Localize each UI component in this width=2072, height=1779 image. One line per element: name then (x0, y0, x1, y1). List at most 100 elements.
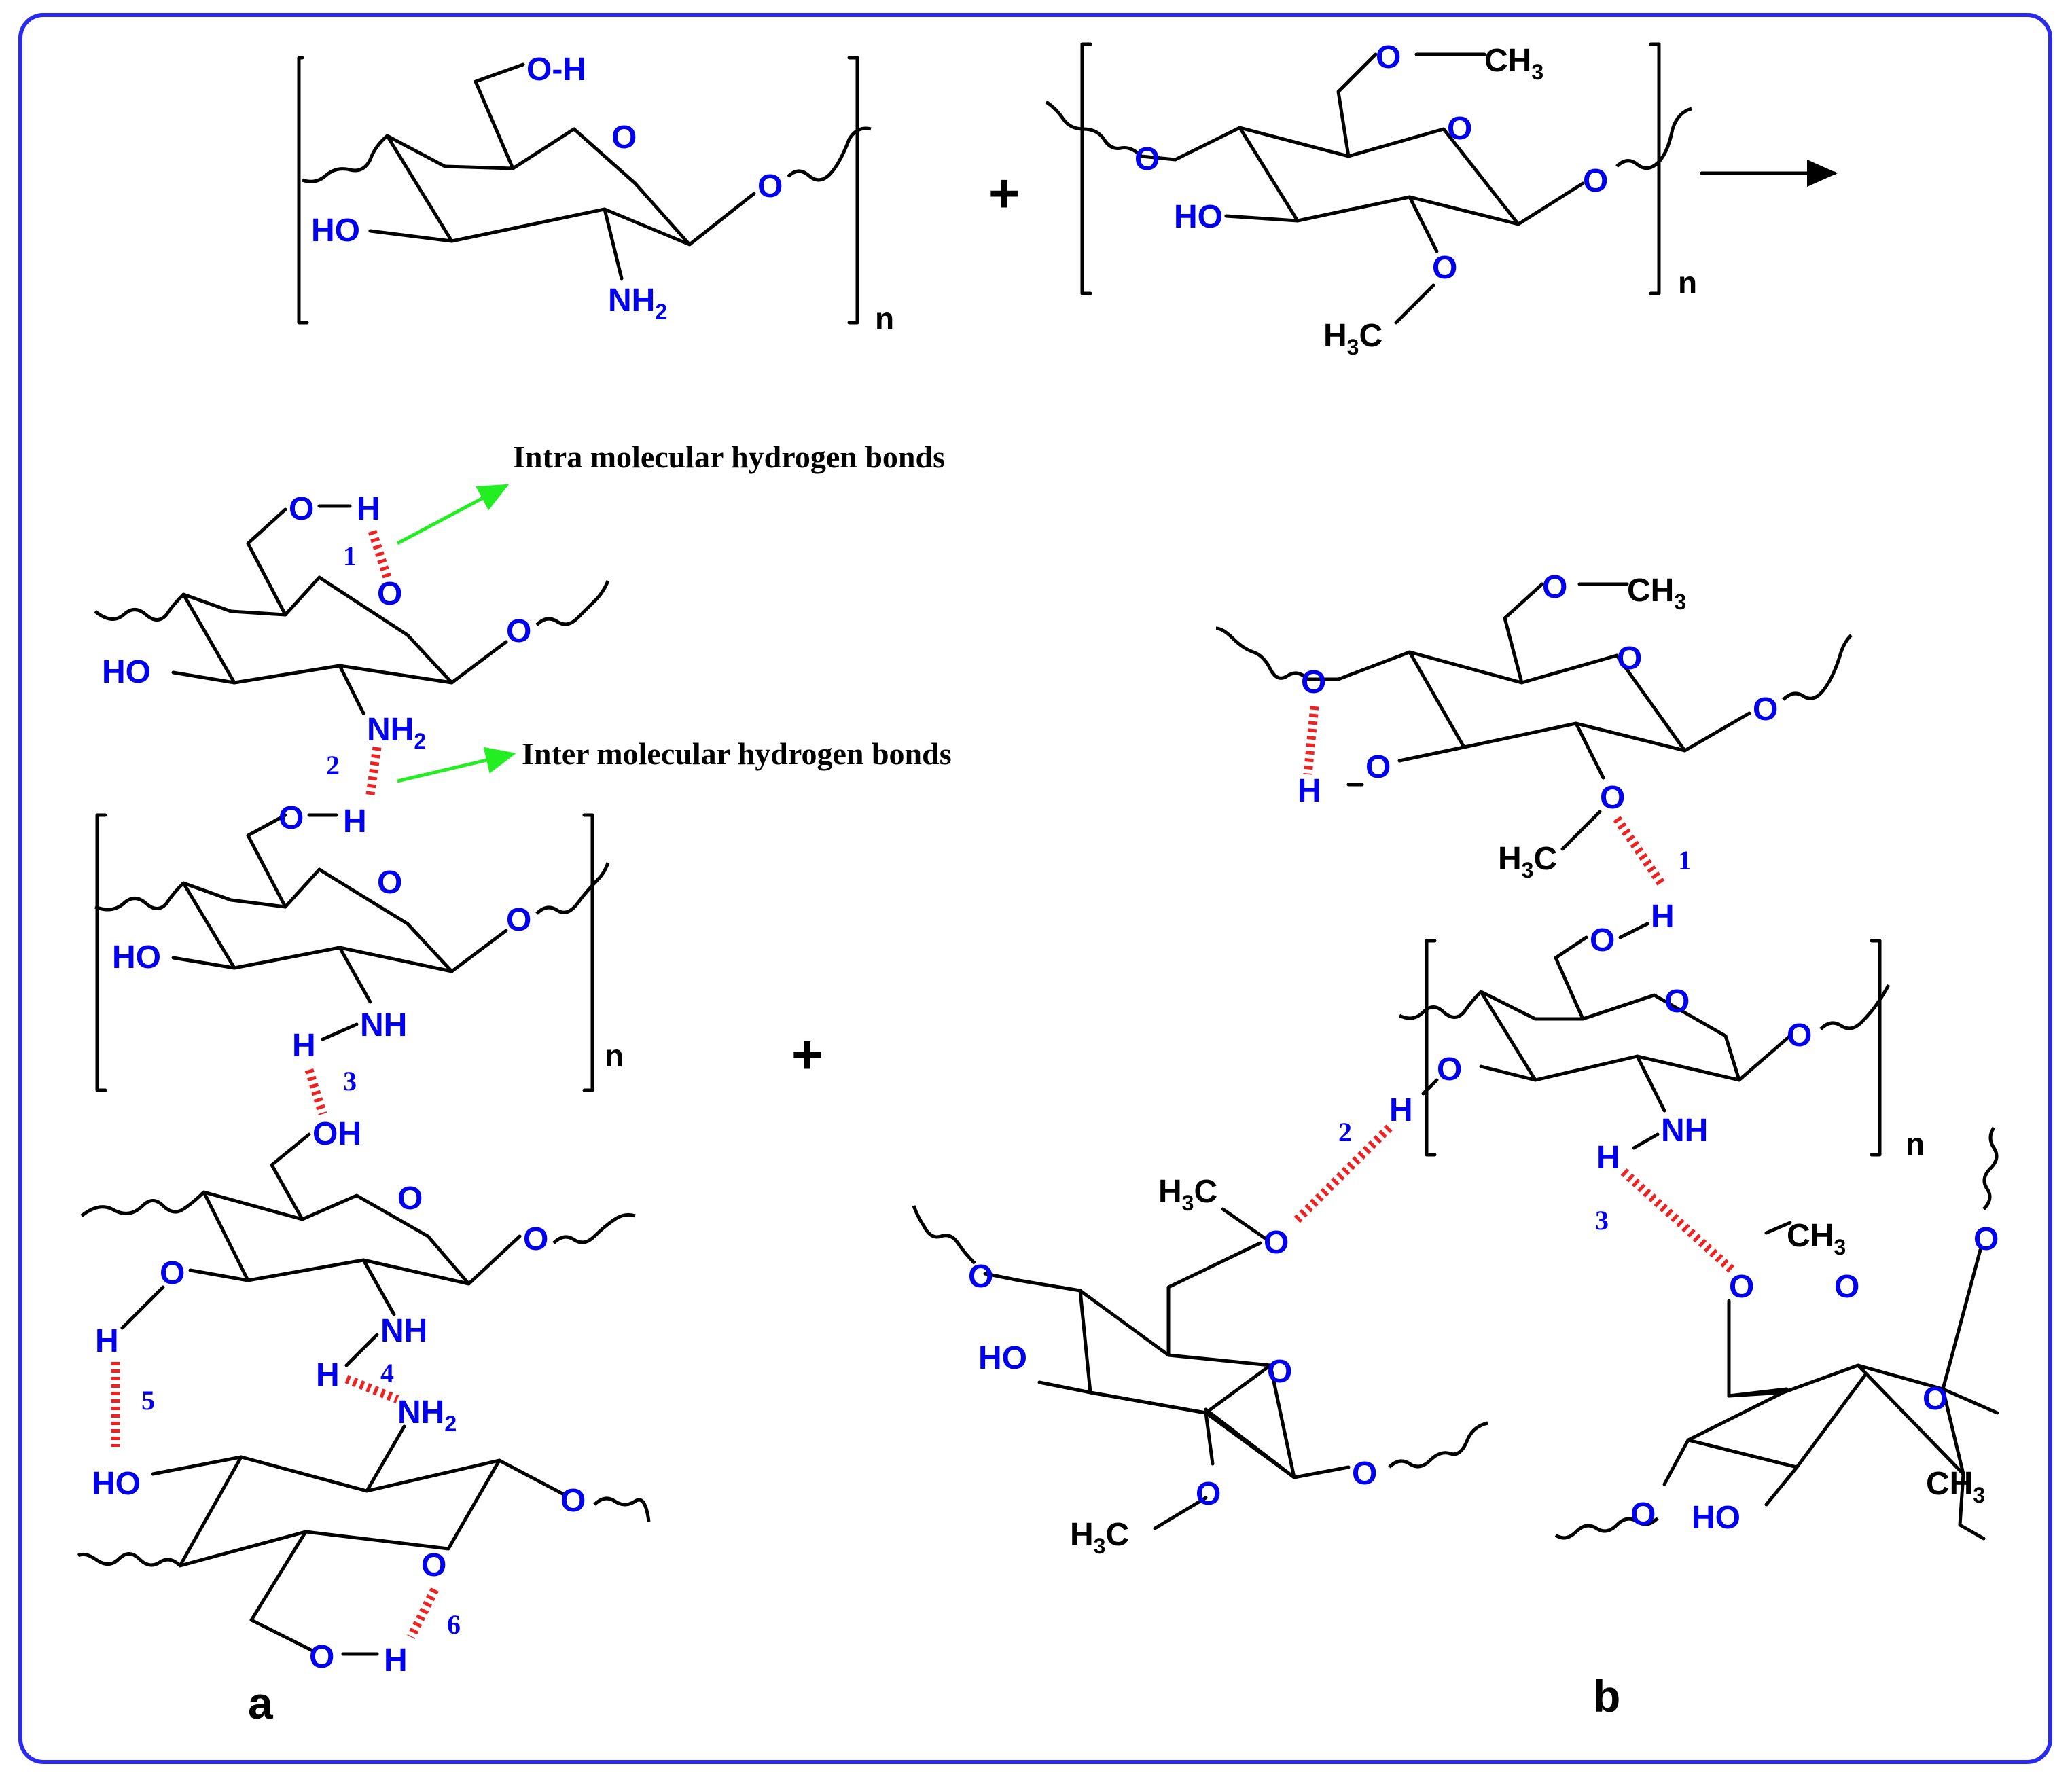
figure-frame (18, 13, 2052, 1764)
panel-a-chitosan-ring-3: OH O O O H NH H (80, 1116, 636, 1393)
hydroxyl-h: H (1298, 773, 1321, 809)
methyl-c2: H3C (1498, 841, 1557, 882)
oh-o: O (289, 491, 314, 527)
hydroxyl-oxygen: O (1365, 749, 1391, 785)
plus-sign-middle: + (791, 1024, 823, 1085)
chitosan-oh-label: O-H (526, 52, 586, 88)
methyl-c6: H3C (1158, 1174, 1217, 1215)
oh-h: H (343, 804, 367, 840)
glycosidic-oxygen: O (523, 1221, 548, 1257)
methyl-c6: CH3 (1787, 1218, 1846, 1259)
ring-oxygen: O (1834, 1269, 1859, 1305)
ether-oxygen-c2: O (1923, 1381, 1948, 1417)
plus-sign-top: + (988, 163, 1020, 223)
hbond-4-label: 4 (380, 1358, 394, 1388)
ring-oxygen: O (611, 120, 637, 156)
hbond-b-1-label: 1 (1678, 845, 1692, 876)
hbond-2 (365, 747, 382, 795)
oh-o: O (279, 800, 304, 836)
hydroxyl-label: HO (102, 654, 151, 690)
ring-oxygen: O (377, 576, 402, 612)
ring-oxygen: O (1447, 111, 1472, 147)
nh-h: H (316, 1357, 340, 1393)
ring-oxygen: O (1664, 984, 1690, 1020)
oh-label: OH (312, 1116, 361, 1152)
hbond-5-label: 5 (141, 1385, 155, 1416)
ether-oxygen-c2: O (1600, 780, 1625, 816)
ether-oxygen-c6: O (1729, 1269, 1754, 1305)
hydroxyl-label: HO (978, 1340, 1027, 1376)
hbond-b-2-label: 2 (1338, 1117, 1352, 1147)
glycosidic-oxygen-left: O (968, 1259, 993, 1295)
methyl-c2: H3C (1070, 1517, 1129, 1558)
oh-h: H (384, 1642, 408, 1678)
hydroxyl-label: HO (1692, 1500, 1740, 1536)
glycosidic-oxygen-right: O (1753, 691, 1778, 727)
hbond-1-label: 1 (343, 541, 357, 571)
glycosidic-oxygen-top: O (1973, 1221, 1999, 1257)
glycosidic-oxygen: O (506, 613, 531, 649)
methylcellulose-monomer: O CH3 O O O HO O H3C n (1045, 39, 1697, 359)
repeat-unit-n: n (1678, 265, 1697, 300)
nh-h: H (1596, 1140, 1620, 1176)
glycosidic-oxygen: O (506, 902, 531, 938)
hbond-b-1 (1613, 816, 1665, 886)
hbond-1 (368, 529, 392, 579)
amine-label: NH2 (608, 283, 667, 324)
glycosidic-oxygen-bottom: O (1630, 1496, 1656, 1532)
hbond-2-label: 2 (326, 750, 340, 780)
glycosidic-oxygen-left: O (1135, 141, 1160, 177)
hbond-intra-mc (1303, 706, 1319, 775)
panel-a-label: a (248, 1678, 274, 1728)
nh-label: NH (380, 1313, 427, 1349)
glycosidic-oxygen: O (1787, 1018, 1812, 1054)
glycosidic-oxygen-left: O (1301, 664, 1326, 700)
hydroxyl-oxygen: O (1437, 1052, 1462, 1088)
hydroxyl-label: HO (112, 939, 161, 975)
nh-label: NH (1661, 1113, 1708, 1149)
panel-b-methylcellulose-ring-2: H3C O O HO O O O H3C (912, 1174, 1488, 1558)
repeat-unit-n: n (875, 301, 894, 336)
glycosidic-oxygen: O (560, 1483, 586, 1519)
ether-oxygen-c2: O (1196, 1476, 1221, 1512)
hydroxyl-label: HO (92, 1466, 141, 1502)
glycosidic-oxygen-right: O (1352, 1456, 1377, 1492)
oh-h: H (1651, 899, 1675, 935)
hydroxyl-label: HO (1174, 199, 1223, 235)
oh-o: O (1590, 922, 1615, 958)
panel-b-chitosan-ring: O H O O O H NH H n (1389, 899, 1925, 1176)
inter-arrow (397, 747, 516, 783)
hbond-3 (304, 1068, 327, 1115)
methyl-c2: CH3 (1926, 1466, 1985, 1507)
panel-a-chitosan-ring-2: O H O O HO NH H n (94, 800, 624, 1092)
glycosidic-oxygen-right: O (1583, 163, 1608, 199)
methyl-c2: H3C (1323, 318, 1382, 359)
nh-label: NH (360, 1007, 407, 1043)
ether-oxygen-c6: O (1542, 569, 1567, 605)
intra-arrow (396, 484, 510, 545)
hydroxyl-h: H (95, 1323, 119, 1359)
oh-o: O (309, 1639, 334, 1675)
hbond-4 (344, 1374, 399, 1404)
ether-oxygen-c6: O (1376, 39, 1401, 75)
ether-oxygen-c6: O (1264, 1225, 1289, 1261)
intra-annotation: Intra molecular hydrogen bonds (513, 439, 945, 474)
panel-b-label: b (1593, 1671, 1620, 1721)
hbond-3-label: 3 (343, 1066, 357, 1096)
ring-oxygen: O (1617, 641, 1642, 677)
ring-oxygen: O (377, 865, 402, 901)
oh-h: H (357, 491, 380, 527)
amine-label: NH2 (397, 1395, 457, 1436)
ring-oxygen: O (1267, 1354, 1292, 1390)
ring-oxygen: O (397, 1181, 423, 1217)
panel-a-chitosan-ring-1: O H O O HO NH2 (94, 491, 610, 753)
hydroxyl-oxygen: O (160, 1255, 185, 1291)
hbond-b-3-label: 3 (1595, 1205, 1609, 1236)
repeat-unit-n: n (1906, 1126, 1925, 1162)
hydroxyl-h: H (1389, 1092, 1413, 1128)
panel-b-methylcellulose-ring-1: O CH3 O O O O H O H3C (1215, 569, 1853, 882)
ether-oxygen-c2: O (1432, 250, 1457, 286)
ring-oxygen: O (421, 1547, 446, 1583)
chitosan-monomer: O-H O O HO NH2 n (297, 52, 894, 336)
hydroxyl-label: HO (311, 213, 360, 249)
